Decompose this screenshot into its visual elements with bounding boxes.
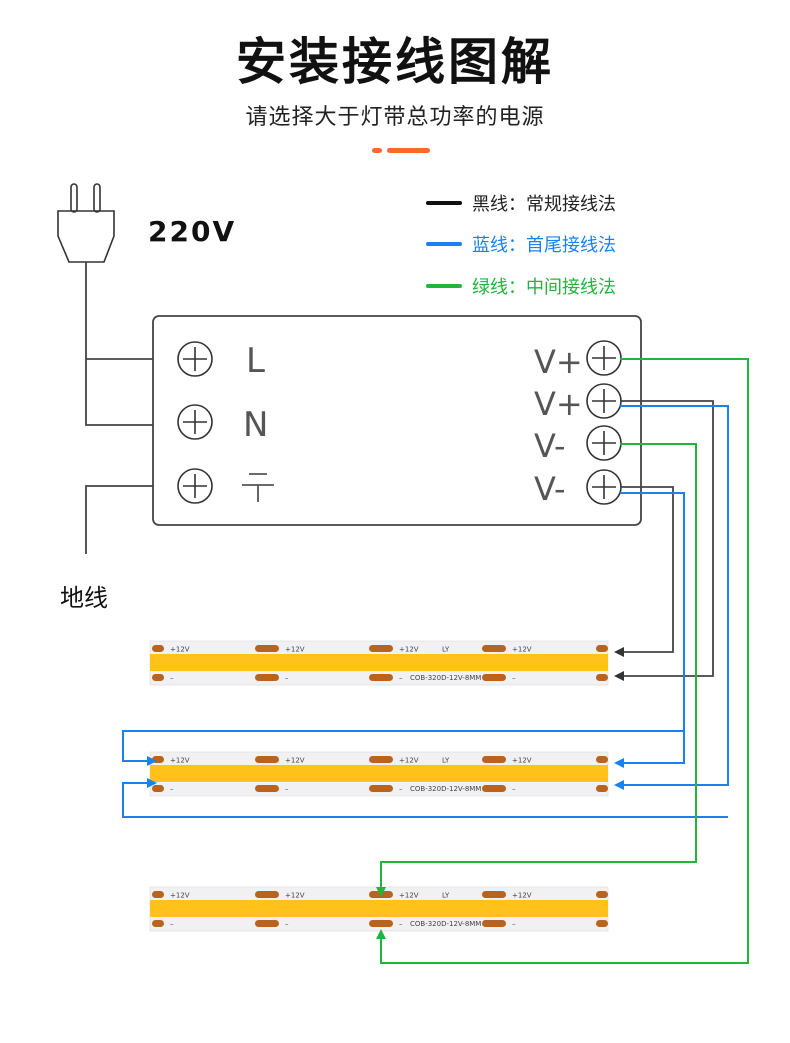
legend-label: 蓝线：首尾接线法 [472, 235, 616, 256]
solder-pad-negative [255, 674, 279, 681]
pad-label-negative: – [512, 674, 516, 682]
legend-black: 黑线：常规接线法 [426, 191, 616, 215]
pad-label-positive: +12V [399, 757, 419, 765]
pad-label-positive: +12V [399, 892, 419, 900]
cob-light-band [150, 654, 608, 671]
pad-label-positive: +12V [285, 892, 305, 900]
strip-brand-label: LY [442, 892, 450, 900]
solder-pad-negative [596, 674, 608, 681]
terminal-label: V- [534, 427, 566, 465]
solder-pad-negative [152, 674, 164, 681]
solder-pad-positive [596, 645, 608, 652]
terminal-label: N [243, 405, 268, 445]
decor-dot [372, 148, 382, 153]
ground-wire-label: 地线 [60, 584, 108, 612]
solder-pad-positive [255, 891, 279, 898]
pad-label-positive: +12V [170, 646, 190, 654]
power-supply-box [152, 315, 642, 526]
pad-label-negative: – [512, 920, 516, 928]
legend-label: 黑线：常规接线法 [472, 194, 616, 215]
solder-pad-negative [369, 674, 393, 681]
pad-label-negative: – [170, 920, 174, 928]
wire-blue [122, 405, 729, 818]
pad-label-positive: +12V [399, 646, 419, 654]
output-terminal-vminus-1: V- [534, 425, 622, 465]
ground-symbol-icon [242, 473, 274, 502]
solder-pad-positive [596, 756, 608, 763]
wire-green [376, 358, 749, 964]
solder-pad-negative [482, 920, 506, 927]
pad-label-positive: +12V [512, 646, 532, 654]
legend-swatch-black [426, 201, 462, 205]
solder-pad-negative [596, 920, 608, 927]
solder-pad-positive [369, 645, 393, 652]
pad-label-positive: +12V [170, 757, 190, 765]
terminal-label: V+ [534, 343, 583, 381]
pad-label-negative: – [285, 785, 289, 793]
strip-model-label: COB-320D-12V-8MM [410, 674, 481, 682]
output-terminal-vplus-2: V+ [534, 383, 622, 423]
voltage-label: 220V [148, 215, 237, 248]
wire-black [614, 400, 714, 681]
legend-blue: 蓝线：首尾接线法 [426, 232, 616, 256]
solder-pad-negative [369, 785, 393, 792]
pad-label-negative: – [399, 785, 403, 793]
cob-light-band [150, 900, 608, 917]
pad-label-negative: – [512, 785, 516, 793]
solder-pad-negative [255, 920, 279, 927]
solder-pad-positive [255, 645, 279, 652]
legend-label: 绿线：中间接线法 [472, 277, 616, 298]
solder-pad-negative [482, 674, 506, 681]
solder-pad-positive [255, 756, 279, 763]
solder-pad-negative [152, 920, 164, 927]
solder-pad-positive [482, 756, 506, 763]
legend-green: 绿线：中间接线法 [426, 274, 616, 298]
pad-label-positive: +12V [512, 892, 532, 900]
solder-pad-positive [152, 891, 164, 898]
output-terminal-vminus-2: V- [534, 469, 622, 508]
terminal-label: V+ [534, 385, 583, 423]
page-title: 安装接线图解 [236, 33, 554, 91]
input-terminal-ground [177, 468, 274, 504]
decor-bar [387, 148, 430, 153]
pad-label-negative: – [170, 785, 174, 793]
led-strips: +12V–+12V–+12V–+12V–LYCOB-320D-12V-8MM+1… [149, 640, 609, 932]
legend-swatch-blue [426, 242, 462, 246]
solder-pad-positive [596, 891, 608, 898]
strip-brand-label: LY [442, 757, 450, 765]
pad-label-negative: – [285, 920, 289, 928]
output-terminal-vplus-1: V+ [534, 340, 622, 381]
solder-pad-negative [369, 920, 393, 927]
terminal-label: V- [534, 470, 566, 508]
led-strip-1: +12V – +12V – +12V – +12V – LY COB-320D-12V-8MM [149, 640, 609, 686]
solder-pad-negative [255, 785, 279, 792]
legend-swatch-green [426, 284, 462, 288]
led-strip-3: +12V – +12V – +12V – +12V – LY COB-320D-12V-8MM [149, 886, 609, 932]
solder-pad-positive [482, 891, 506, 898]
strip-model-label: COB-320D-12V-8MM [410, 920, 481, 928]
solder-pad-negative [596, 785, 608, 792]
cob-light-band [150, 765, 608, 782]
input-terminal-N: N [177, 404, 268, 445]
solder-pad-negative [482, 785, 506, 792]
pad-label-negative: – [399, 674, 403, 682]
pad-label-positive: +12V [285, 646, 305, 654]
pad-label-negative: – [399, 920, 403, 928]
terminal-label: L [246, 341, 265, 381]
input-terminal-L: L [177, 341, 265, 381]
pad-label-positive: +12V [285, 757, 305, 765]
pad-label-positive: +12V [512, 757, 532, 765]
solder-pad-positive [369, 756, 393, 763]
solder-pad-positive [152, 645, 164, 652]
plug-icon [57, 183, 115, 263]
pad-label-negative: – [170, 674, 174, 682]
pad-label-negative: – [285, 674, 289, 682]
strip-brand-label: LY [442, 646, 450, 654]
solder-pad-negative [152, 785, 164, 792]
solder-pad-positive [482, 645, 506, 652]
page-subtitle: 请选择大于灯带总功率的电源 [245, 105, 545, 130]
pad-label-positive: +12V [170, 892, 190, 900]
strip-model-label: COB-320D-12V-8MM [410, 785, 481, 793]
led-strip-2: +12V – +12V – +12V – +12V – LY COB-320D-12V-8MM [149, 751, 609, 797]
